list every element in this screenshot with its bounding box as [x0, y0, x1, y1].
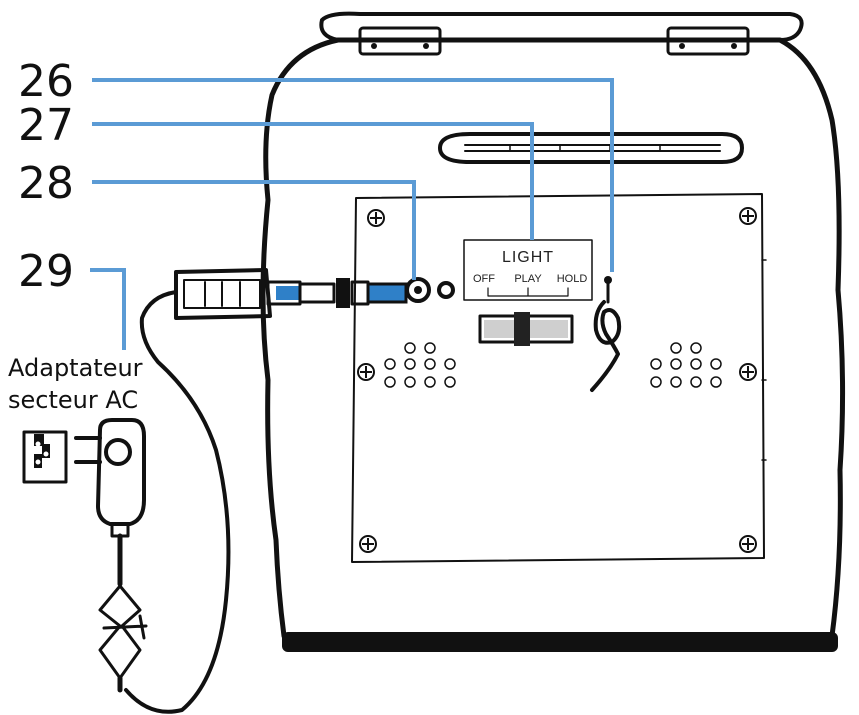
light-switch[interactable]: LIGHT OFF PLAY HOLD [463, 239, 593, 346]
leader-line-29 [90, 268, 126, 350]
screw [739, 535, 757, 553]
back-panel [351, 193, 767, 563]
speaker-holes-right [650, 342, 722, 388]
speaker-hole [424, 358, 436, 370]
speaker-hole [670, 376, 682, 388]
speaker-hole [690, 358, 702, 370]
speaker-hole [424, 376, 436, 388]
speaker-hole [670, 342, 682, 354]
slider-knob[interactable] [514, 312, 530, 346]
light-option-play: PLAY [514, 273, 542, 285]
top-lid [319, 11, 804, 56]
screw [739, 207, 757, 225]
base-plate [282, 632, 838, 652]
connector-band-right [366, 282, 408, 304]
callout-26: 26 [18, 56, 74, 107]
adapter-label-line2: secteur AC [8, 386, 138, 414]
leader-line-26 [92, 78, 614, 272]
leader-line-28 [92, 180, 416, 280]
speaker-hole [384, 376, 396, 388]
callout-27: 27 [18, 100, 74, 151]
screw [367, 209, 385, 227]
ac-adapter [22, 418, 148, 693]
strap-loop[interactable] [590, 276, 622, 392]
speaker-hole [710, 358, 722, 370]
speaker-holes-left [384, 342, 456, 388]
speaker-hole [670, 358, 682, 370]
speaker-hole [690, 342, 702, 354]
speaker-hole [444, 358, 456, 370]
wall-outlet [22, 430, 68, 484]
cable-tie [98, 584, 142, 680]
callout-29: 29 [18, 246, 74, 297]
speaker-hole [690, 376, 702, 388]
leader-line-27 [92, 122, 534, 240]
speaker-hole [404, 342, 416, 354]
dc-input-jack[interactable] [405, 277, 431, 303]
speaker-hole [650, 358, 662, 370]
speaker-hole [404, 376, 416, 388]
speaker-hole [444, 376, 456, 388]
screw [739, 363, 757, 381]
light-option-off: OFF [473, 273, 495, 285]
callout-28: 28 [18, 158, 74, 209]
speaker-hole [384, 358, 396, 370]
speaker-hole [710, 376, 722, 388]
screw [357, 363, 375, 381]
speaker-hole [404, 358, 416, 370]
power-cable [124, 290, 231, 714]
speaker-hole [650, 376, 662, 388]
light-option-hold: HOLD [557, 273, 588, 285]
light-panel-frame [463, 239, 593, 301]
connector-band-left [276, 286, 300, 300]
speaker-hole [424, 342, 436, 354]
adapter-label-line1: Adaptateur [8, 354, 143, 382]
vent-slot [438, 132, 744, 164]
light-panel-title: LIGHT [502, 249, 554, 266]
screws [357, 207, 757, 553]
device-body [260, 37, 846, 639]
power-plug [174, 268, 408, 320]
aux-hole [437, 281, 455, 299]
screw [359, 535, 377, 553]
